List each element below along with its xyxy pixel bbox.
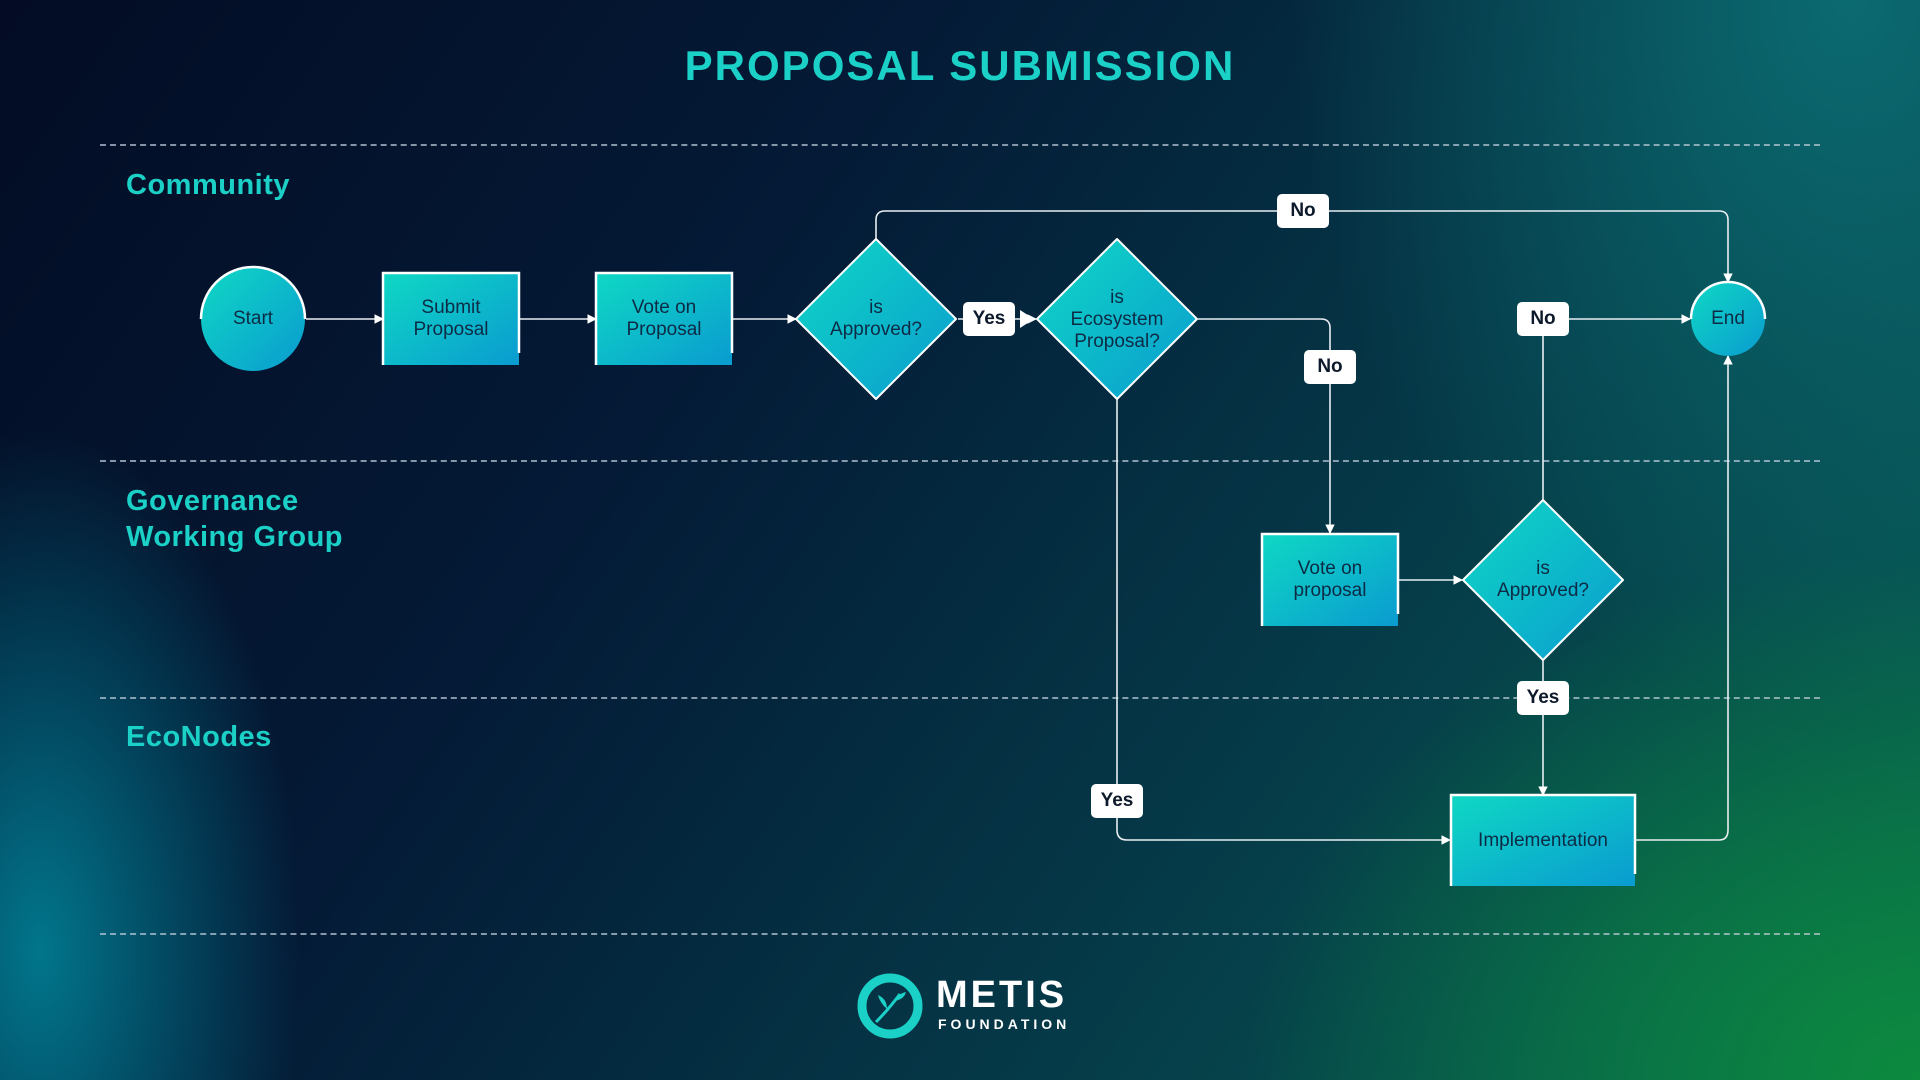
submit-proposal-label: Submit Proposal <box>383 273 519 365</box>
submit-proposal-line1: Submit <box>421 297 481 318</box>
edge-label-no-top: No <box>1277 194 1329 228</box>
lane-label-econodes: EcoNodes <box>126 721 272 753</box>
logo-subtitle: FOUNDATION <box>938 1016 1071 1032</box>
edge-label-yes-approved2: Yes <box>1517 681 1569 715</box>
vote-proposal-node <box>596 273 732 365</box>
implementation-label: Implementation <box>1478 829 1608 851</box>
lane-label-governance-line1: Governance <box>126 485 299 517</box>
page-title: PROPOSAL SUBMISSION <box>684 42 1236 89</box>
start-node-label: Start <box>232 308 274 329</box>
lane-divider-top <box>100 144 1820 146</box>
edge-ecosystem-no-gwg <box>1198 318 1335 534</box>
ecosystem-decision-line1: is <box>1110 287 1124 308</box>
lane-label-governance-line2: Working Group <box>126 521 344 553</box>
edge-label-yes-ecosystem: Yes <box>1091 784 1143 818</box>
start-node <box>201 267 305 371</box>
end-node-label: End <box>1711 308 1745 329</box>
lane-divider-community <box>100 460 1820 462</box>
vote-proposal-line2: Proposal <box>626 319 702 340</box>
lane-divider-bottom <box>100 933 1820 935</box>
ecosystem-decision <box>1036 238 1198 400</box>
approved-decision-1 <box>795 238 957 400</box>
gwg-vote-label: Vote on proposal <box>1262 534 1398 626</box>
edge-ecosystem-yes-impl <box>1116 398 1451 845</box>
edge-label-yes-approved: Yes <box>963 302 1015 336</box>
approved-decision-2 <box>1462 499 1624 661</box>
submit-proposal-node <box>383 273 519 365</box>
edge-impl-end <box>1635 355 1733 841</box>
approved-decision-2-line1: is <box>1536 558 1550 579</box>
implementation-node <box>1451 795 1635 886</box>
approved-decision-1-line2: Approved? <box>830 319 922 340</box>
edge-label-no-approved2: No <box>1517 302 1569 336</box>
vote-proposal-label: Vote on Proposal <box>596 273 732 365</box>
gwg-vote-node <box>1262 534 1398 626</box>
edge-approved2-no-end <box>1542 314 1691 500</box>
metis-logo-icon <box>857 973 923 1039</box>
logo-name: METIS <box>936 974 1068 1016</box>
lane-divider-governance <box>100 697 1820 699</box>
edge-label-no-ecosystem: No <box>1304 350 1356 384</box>
approved-decision-1-line1: is <box>869 297 883 318</box>
lane-label-governance: Governance Working Group <box>126 483 343 555</box>
approved-decision-1-label: is Approved? <box>806 278 946 360</box>
gwg-vote-line1: Vote on <box>1297 558 1363 579</box>
ecosystem-decision-label: is Ecosystem Proposal? <box>1047 279 1187 361</box>
submit-proposal-line2: Proposal <box>413 319 489 340</box>
gwg-vote-line2: proposal <box>1293 580 1367 601</box>
end-node <box>1691 282 1765 356</box>
vote-proposal-line1: Vote on <box>631 297 697 318</box>
lane-label-community: Community <box>126 169 290 201</box>
approved-decision-2-line2: Approved? <box>1497 580 1589 601</box>
ecosystem-decision-line3: Proposal? <box>1074 331 1160 352</box>
approved-decision-2-label: is Approved? <box>1473 539 1613 621</box>
ecosystem-decision-line2: Ecosystem <box>1070 309 1164 330</box>
